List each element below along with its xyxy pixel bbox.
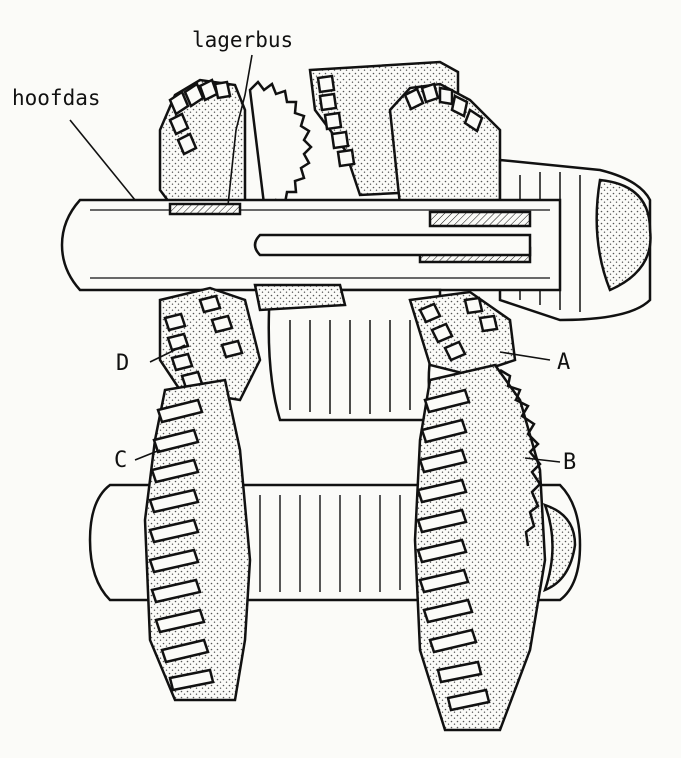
label-gear-d: D <box>116 351 130 376</box>
leader-d <box>149 344 186 363</box>
leader-a <box>499 351 551 361</box>
leader-lagerbus <box>227 54 253 206</box>
label-gear-c: C <box>114 448 128 473</box>
label-gear-a: A <box>557 350 571 375</box>
gear-a <box>408 290 517 377</box>
leader-lines <box>69 54 561 463</box>
bearing-bush <box>168 202 242 216</box>
label-hoofdas: hoofdas <box>12 86 101 110</box>
main-shaft <box>60 198 562 292</box>
label-gear-b: B <box>563 450 577 475</box>
leader-hoofdas <box>69 119 136 201</box>
leader-b <box>524 457 561 463</box>
gear-b <box>413 363 547 732</box>
countershaft-upper-body <box>253 283 442 422</box>
upper-gear-cluster <box>158 60 652 322</box>
leader-c <box>134 449 161 461</box>
label-lagerbus: lagerbus <box>192 28 294 52</box>
gear-c <box>143 378 252 702</box>
gear-d <box>158 286 262 402</box>
